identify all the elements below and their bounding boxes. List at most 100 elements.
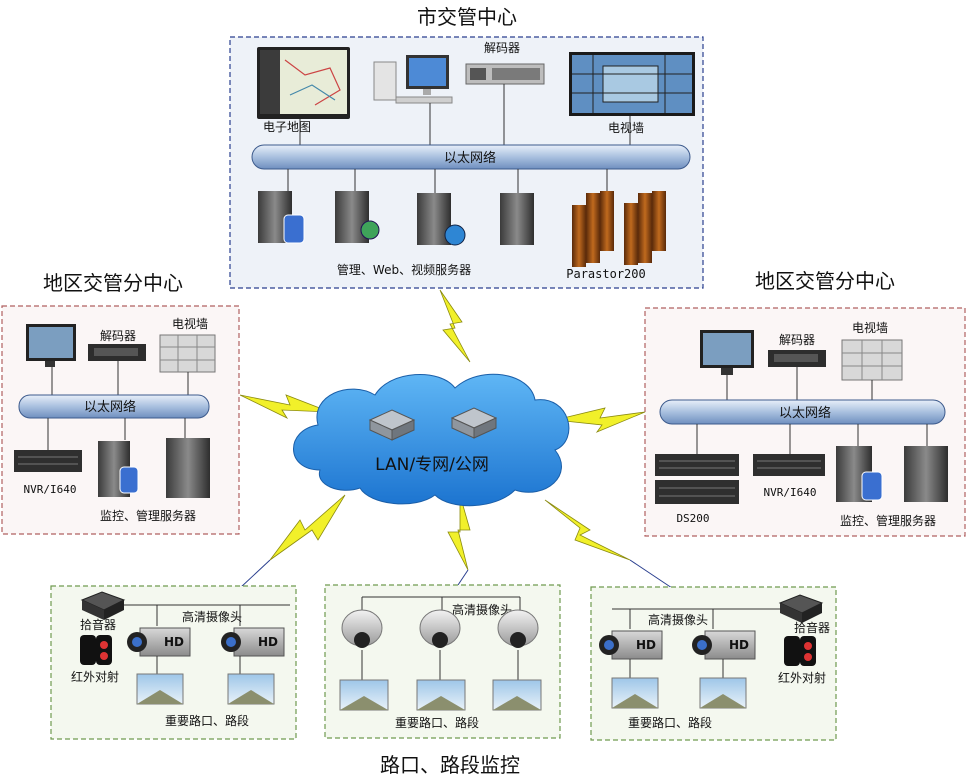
left-infrared-label: 红外对射 [71, 669, 119, 684]
workstation-pc [373, 55, 453, 104]
left-infrared-sensor [80, 635, 112, 665]
left-mic [80, 591, 126, 620]
middle-road-image-2 [416, 679, 466, 711]
right-nvr-label: NVR/I640 [764, 486, 817, 499]
city-ethernet-bar [251, 144, 691, 170]
right-mic-label: 拾音器 [794, 620, 830, 635]
left-hd-camera-1 [127, 627, 191, 657]
right-server-2 [904, 446, 948, 502]
right-infrared-label: 红外对射 [778, 670, 826, 685]
emap-label: 电子地图 [263, 120, 311, 134]
link-cloud-mid-site [447, 494, 471, 571]
middle-site-road-links [361, 650, 519, 680]
link-cloud-right-site [544, 499, 631, 561]
middle-road-label: 重要路口、路段 [395, 715, 479, 730]
left-decoder [88, 344, 146, 361]
city-center-title: 市交管中心 [417, 5, 517, 29]
right-road-image-1 [611, 677, 659, 709]
link-lines [239, 411, 676, 591]
left-hd-badge-1: HD [164, 635, 184, 649]
right-road-label: 重要路口、路段 [628, 715, 712, 730]
city-uplinks [299, 84, 631, 145]
right-site-camera-label: 高清摄像头 [648, 612, 708, 627]
right-monitor [700, 330, 754, 375]
left-district-title: 地区交管分中心 [43, 271, 183, 295]
city-server-1 [258, 191, 305, 244]
right-tv-wall-label: 电视墙 [852, 320, 888, 335]
left-server-2 [166, 438, 210, 498]
left-servers-label: 监控、管理服务器 [100, 508, 196, 523]
cloud-label: LAN/专网/公网 [375, 455, 489, 475]
right-hd-camera-1 [599, 630, 663, 660]
left-road-image-1 [136, 673, 184, 705]
emap-monitor [257, 47, 350, 119]
dome-camera-2 [419, 609, 461, 648]
city-decoder-label: 解码器 [484, 41, 520, 55]
middle-site-wires [361, 596, 521, 612]
right-ethernet-label: 以太网络 [779, 405, 831, 421]
left-tv-wall-label: 电视墙 [172, 316, 208, 331]
left-monitor [26, 324, 76, 367]
left-ethernet-label: 以太网络 [84, 399, 136, 415]
right-server-1 [836, 446, 883, 502]
right-decoder [768, 350, 826, 367]
right-site-wires [612, 608, 790, 629]
dome-camera-3 [497, 609, 539, 648]
router-icon-1 [368, 409, 416, 441]
right-hd-camera-2 [692, 630, 756, 660]
middle-site-camera-label: 高清摄像头 [452, 602, 512, 617]
right-hd-badge-2: HD [729, 638, 749, 652]
link-cloud-left-site [269, 494, 346, 561]
city-ethernet-label: 以太网络 [444, 150, 496, 166]
right-ethernet-bar [659, 399, 946, 425]
right-district-group: 地区交管分中心 解码器 电视墙 以太网络 DS200 N [644, 269, 966, 537]
left-road-label: 重要路口、路段 [165, 713, 249, 728]
city-downlinks [287, 169, 608, 193]
link-city-cloud [439, 289, 471, 363]
middle-site-group: 高清摄像头 重要路口、路段 [324, 584, 561, 739]
left-ethernet-bar [18, 394, 210, 419]
city-tv-wall-label: 电视墙 [608, 120, 644, 135]
parastor-storage-racks [572, 191, 666, 267]
right-district-title: 地区交管分中心 [755, 269, 895, 293]
left-site-group: 拾音器 高清摄像头 红外对射 HD HD 重要路 [50, 585, 297, 740]
left-downlinks [47, 418, 186, 450]
right-nvr [753, 454, 825, 476]
parastor-label: Parastor200 [566, 267, 645, 281]
right-tv-wall [841, 339, 903, 381]
left-tv-wall [159, 334, 216, 373]
left-site-camera-label: 高清摄像头 [182, 609, 242, 624]
right-ds200-label: DS200 [676, 512, 709, 525]
router-icon-2 [450, 407, 498, 439]
city-decoder [465, 63, 545, 85]
left-decoder-label: 解码器 [100, 329, 136, 343]
right-decoder-label: 解码器 [779, 333, 815, 347]
left-hd-badge-2: HD [258, 635, 278, 649]
city-servers-label: 管理、Web、视频服务器 [337, 262, 471, 277]
city-server-3 [417, 193, 466, 246]
dome-camera-1 [341, 609, 383, 648]
middle-road-image-1 [339, 679, 389, 711]
right-mic [778, 594, 824, 623]
right-site-group: 高清摄像头 拾音器 HD HD 红外对射 [590, 586, 837, 741]
right-servers-label: 监控、管理服务器 [840, 513, 936, 528]
left-server-1 [98, 441, 139, 497]
left-mic-label: 拾音器 [80, 617, 116, 632]
city-tv-wall [569, 52, 695, 116]
left-nvr [14, 450, 82, 472]
city-server-4 [500, 193, 534, 245]
right-ds200-array [655, 454, 739, 504]
right-infrared-sensor [784, 636, 816, 666]
right-road-image-2 [699, 677, 747, 709]
right-site-road-links [629, 659, 724, 678]
right-uplinks [726, 367, 873, 400]
city-center-group: 市交管中心 电子地图 解码器 [229, 5, 704, 289]
left-site-wires [115, 604, 290, 626]
left-road-image-2 [227, 673, 275, 705]
left-site-road-links [156, 656, 241, 674]
right-downlinks [696, 424, 928, 454]
right-hd-badge-1: HD [636, 638, 656, 652]
city-server-2 [335, 191, 380, 243]
sites-title: 路口、路段监控 [380, 753, 520, 777]
